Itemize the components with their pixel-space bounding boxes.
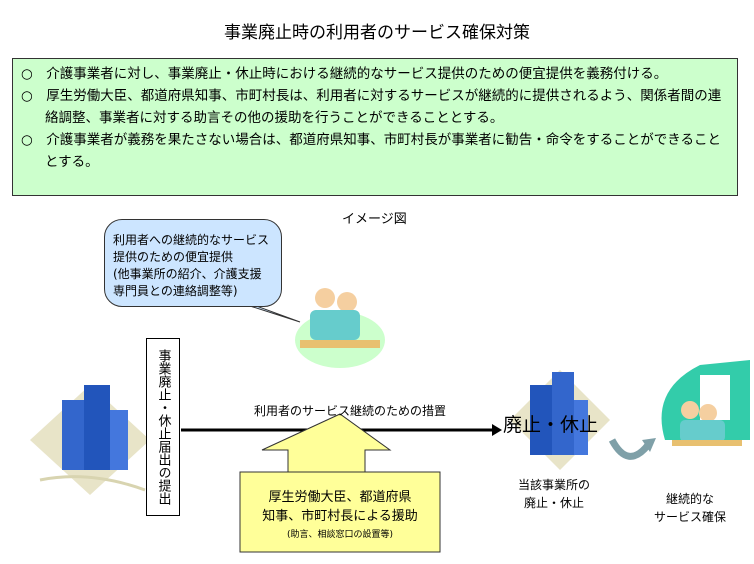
left-building-icon — [30, 385, 150, 495]
image-label: イメージ図 — [342, 212, 407, 227]
aid-subtext: (助言、相談窓口の設置等) — [286, 530, 394, 540]
office-label-line: 廃止・休止 — [524, 496, 585, 510]
bubble-subtext: (他事業所の紹介、介護支援専門員との連絡調整等) — [113, 267, 262, 298]
office-label-line: 当該事業所の — [518, 478, 591, 492]
aid-box — [239, 471, 441, 553]
curved-arrow-icon — [608, 438, 651, 460]
continuation-label-line: 継続的な — [666, 492, 715, 506]
summary-item: ○ 介護事業者が義務を果たさない場合は、都道府県知事、市町村長が事業者に勧告・命… — [21, 132, 722, 170]
office-building-icon — [510, 370, 610, 470]
office-label: 当該事業所の 廃止・休止 — [518, 476, 590, 512]
continuation-label: 継続的な サービス確保 — [654, 490, 726, 526]
care-illustration-icon — [295, 288, 385, 368]
summary-box: ○ 介護事業者に対し、事業廃止・休止時における継続的なサービス提供のための便宜提… — [12, 58, 738, 196]
arrow-label: 利用者のサービス継続のための措置 — [254, 404, 447, 418]
speech-bubble: 利用者への継続的なサービス提供のための便宜提供 (他事業所の紹介、介護支援専門員… — [104, 219, 282, 307]
aid-arrow-head — [261, 413, 392, 473]
continued-care-icon — [661, 360, 750, 446]
aid-line: 厚生労働大臣、都道府県 — [268, 490, 412, 505]
closure-label: 廃止・休止 — [503, 414, 599, 436]
aid-text: 厚生労働大臣、都道府県 知事、市町村長による援助 (助言、相談窓口の設置等) — [241, 488, 439, 545]
aid-line: 知事、市町村長による援助 — [262, 509, 418, 524]
notification-box: 事業廃止・休止届出の提出 — [146, 338, 180, 516]
page-title: 事業廃止時の利用者のサービス確保対策 — [224, 23, 530, 43]
summary-item: ○ 介護事業者に対し、事業廃止・休止時における継続的なサービス提供のための便宜提… — [21, 66, 668, 82]
continuation-label-line: サービス確保 — [654, 510, 727, 524]
summary-item: ○ 厚生労働大臣、都道府県知事、市町村長は、利用者に対するサービスが継続的に提供… — [21, 88, 722, 126]
bubble-text: 利用者への継続的なサービス提供のための便宜提供 — [113, 233, 270, 264]
